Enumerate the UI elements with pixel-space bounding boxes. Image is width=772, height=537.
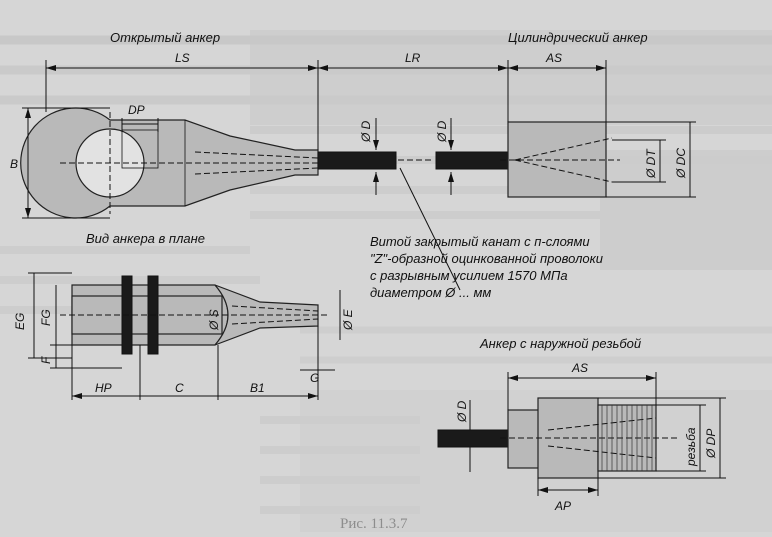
figure-caption: Рис. 11.3.7: [340, 516, 408, 532]
dim-b: B: [10, 157, 18, 171]
dim-lr: LR: [405, 51, 421, 65]
dim-d-thread: Ø D: [455, 400, 469, 423]
dim-dp-thread: Ø DP: [704, 429, 718, 459]
dim-d-open: Ø D: [359, 120, 373, 143]
dim-ls: LS: [175, 51, 190, 65]
label-cable-line3: с разрывным усилием 1570 МПа: [370, 268, 568, 283]
label-cable-line2: "Z"-образной оцинкованной проволоки: [370, 251, 603, 266]
threaded-anchor: [437, 372, 726, 496]
cable-segment-bottom: [437, 429, 509, 448]
dim-fg: FG: [39, 309, 53, 326]
dim-s: Ø S: [207, 309, 221, 331]
dim-dt: Ø DT: [644, 148, 658, 179]
dim-dc: Ø DC: [674, 148, 688, 179]
label-open-anchor: Открытый анкер: [110, 30, 220, 45]
dim-g: G: [310, 371, 319, 385]
dim-eg: EG: [13, 313, 27, 330]
label-cable-line4: диаметром Ø ... мм: [370, 285, 491, 300]
dim-as-top: AS: [545, 51, 562, 65]
label-threaded-anchor: Анкер с наружной резьбой: [479, 336, 641, 351]
open-anchor: [20, 107, 330, 219]
dim-as-bottom: AS: [571, 361, 588, 375]
dim-ap: AP: [554, 499, 571, 513]
label-plan-view: Вид анкера в плане: [86, 231, 205, 246]
dim-hp: HP: [95, 381, 112, 395]
cable-segment-left: [317, 151, 397, 170]
plan-view: [28, 272, 341, 400]
dim-f: F: [39, 356, 53, 364]
label-cylindrical-anchor: Цилиндрический анкер: [508, 30, 648, 45]
top-dimensions: [22, 60, 696, 291]
labels: Открытый анкер Цилиндрический анкер Вид …: [86, 30, 648, 532]
dim-d-cyl: Ø D: [435, 120, 449, 143]
dim-c: C: [175, 381, 184, 395]
dim-dp-open: DP: [128, 103, 145, 117]
cylindrical-anchor: [500, 121, 620, 198]
dimension-labels: LS LR AS DP B Ø D Ø D Ø DT Ø DC EG FG F …: [10, 51, 718, 513]
dim-thread: резьба: [684, 427, 698, 467]
dim-b1: B1: [250, 381, 265, 395]
label-cable-line1: Витой закрытый канат с п-слоями: [370, 234, 590, 249]
dim-e: Ø E: [341, 308, 355, 331]
